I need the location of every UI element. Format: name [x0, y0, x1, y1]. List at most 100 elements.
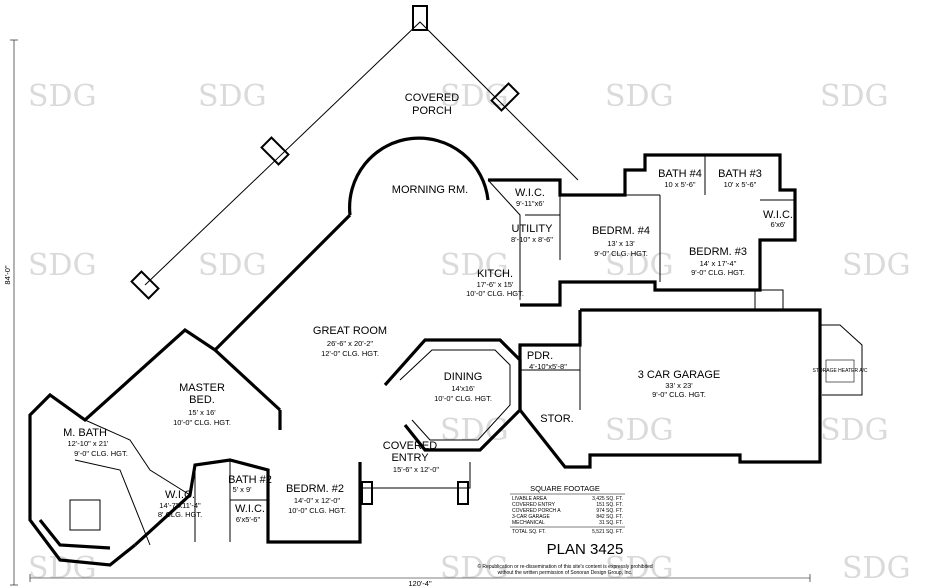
svg-text:10'-0" CLG. HGT.: 10'-0" CLG. HGT.: [288, 506, 346, 515]
room-bedrm-3: BEDRM. #3 14' x 17'-4" 9'-0" CLG. HGT.: [689, 246, 747, 277]
sqft-row: 3-CAR GARAGE 842 SQ. FT.: [512, 514, 623, 520]
svg-text:14' x 17'-4": 14' x 17'-4": [700, 259, 737, 268]
sqft-title: SQUARE FOOTAGE: [530, 484, 600, 493]
svg-text:13' x 13': 13' x 13': [607, 239, 635, 248]
svg-text:W.I.C.: W.I.C.: [515, 187, 545, 199]
svg-text:9'-0" CLG. HGT.: 9'-0" CLG. HGT.: [652, 390, 706, 399]
svg-text:3,425 SQ. FT.: 3,425 SQ. FT.: [592, 496, 623, 502]
svg-text:9'-0" CLG. HGT.: 9'-0" CLG. HGT.: [74, 449, 128, 458]
svg-text:9'-0" CLG. HGT.: 9'-0" CLG. HGT.: [691, 268, 745, 277]
svg-text:3 CAR GARAGE: 3 CAR GARAGE: [638, 369, 721, 381]
svg-text:10 x 5'-6": 10 x 5'-6": [664, 180, 696, 189]
copyright-line-1: © Republication or re-dissemination of t…: [477, 563, 652, 570]
svg-text:151 SQ. FT.: 151 SQ. FT.: [596, 502, 623, 508]
exterior-walls: [28, 136, 863, 567]
sqft-row: MECHANICAL 31 SQ. FT.: [512, 520, 623, 526]
svg-text:W.I.C.: W.I.C.: [165, 489, 195, 501]
svg-text:14'-7"x11'-4": 14'-7"x11'-4": [159, 501, 201, 510]
svg-text:MECHANICAL: MECHANICAL: [512, 520, 545, 526]
svg-text:9'-0" CLG. HGT.: 9'-0" CLG. HGT.: [594, 249, 648, 258]
room-covered-entry: COVERED ENTRY 15'-6" x 12'-0": [383, 440, 440, 474]
room-covered-porch: COVERED PORCH: [405, 92, 459, 117]
svg-text:3-CAR GARAGE: 3-CAR GARAGE: [512, 514, 550, 520]
room-labels: COVERED PORCH MORNING RM. W.I.C. 9'-11"x…: [63, 92, 868, 524]
svg-text:842 SQ. FT.: 842 SQ. FT.: [596, 514, 623, 520]
room-bath-3: BATH #3 10' x 5'-6": [718, 168, 762, 189]
watermark: SDG: [820, 79, 889, 114]
svg-text:COVERED: COVERED: [383, 440, 437, 452]
watermark: SDG: [198, 248, 267, 283]
garage-side-note: STORAGE HEATER A/C: [812, 368, 867, 374]
svg-text:GREAT ROOM: GREAT ROOM: [313, 325, 387, 337]
room-dining: DINING 14'x16' 10'-0" CLG. HGT.: [434, 371, 492, 403]
svg-text:15' x 16': 15' x 16': [188, 408, 216, 417]
watermark: SDG: [605, 413, 674, 448]
svg-text:PDR.: PDR.: [527, 350, 553, 362]
room-wic-master: W.I.C. 14'-7"x11'-4" 8' CLG. HGT.: [158, 489, 202, 519]
room-bedrm-2: BEDRM. #2 14'-0" x 12'-0" 10'-0" CLG. HG…: [286, 483, 346, 515]
watermark: SDG: [440, 551, 509, 586]
svg-text:17'-6" x 15': 17'-6" x 15': [477, 280, 514, 289]
room-bath-4: BATH #4 10 x 5'-6": [658, 168, 702, 189]
dimension-lines: 84'-0" 120'-4": [3, 39, 811, 588]
watermark: SDG: [605, 248, 674, 283]
watermark: SDG: [440, 79, 509, 114]
watermark: SDG: [605, 79, 674, 114]
copyright-line-2: without the written permission of Sonora…: [498, 570, 633, 576]
sqft-row: LIVABLE AREA 3,425 SQ. FT.: [512, 496, 623, 502]
svg-text:12'-10" x 21': 12'-10" x 21': [68, 439, 110, 448]
covered-porch-roof: [130, 5, 579, 300]
svg-text:BED.: BED.: [189, 394, 215, 406]
sqft-row: COVERED PORCH A 974 SQ. FT.: [512, 508, 623, 514]
svg-text:10'-0" CLG. HGT.: 10'-0" CLG. HGT.: [173, 418, 231, 427]
room-wic-1: W.I.C. 9'-11"x6': [515, 187, 545, 208]
watermarks: SDG SDG SDG SDG SDG SDG SDG SDG SDG SDG …: [28, 79, 911, 586]
svg-text:10'-0" CLG. HGT.: 10'-0" CLG. HGT.: [466, 289, 524, 298]
watermark: SDG: [28, 248, 97, 283]
room-utility: UTILITY 8'-10" x 8'-6": [511, 223, 553, 244]
square-footage-table: SQUARE FOOTAGE LIVABLE AREA 3,425 SQ. FT…: [510, 484, 625, 535]
svg-text:8'-10" x 8'-6": 8'-10" x 8'-6": [511, 235, 553, 244]
watermark: SDG: [28, 79, 97, 114]
svg-text:10' x 5'-6": 10' x 5'-6": [724, 180, 757, 189]
depth-dimension: 84'-0": [3, 265, 12, 284]
width-dimension: 120'-4": [408, 579, 432, 588]
svg-text:10'-0" CLG. HGT.: 10'-0" CLG. HGT.: [434, 394, 492, 403]
svg-text:31 SQ. FT.: 31 SQ. FT.: [599, 520, 623, 526]
room-great-room: GREAT ROOM 26'-6" x 20'-2" 12'-0" CLG. H…: [313, 325, 387, 358]
svg-text:BEDRM. #4: BEDRM. #4: [592, 225, 650, 237]
svg-text:COVERED: COVERED: [405, 92, 459, 104]
svg-text:BATH #2: BATH #2: [228, 474, 272, 486]
svg-text:26'-6" x 20'-2": 26'-6" x 20'-2": [327, 339, 373, 348]
svg-text:33' x 23': 33' x 23': [665, 381, 693, 390]
svg-text:MASTER: MASTER: [179, 382, 225, 394]
watermark: SDG: [198, 79, 267, 114]
svg-text:COVERED ENTRY: COVERED ENTRY: [512, 502, 556, 508]
svg-text:BATH #4: BATH #4: [658, 168, 702, 180]
watermark: SDG: [28, 551, 97, 586]
svg-text:STOR.: STOR.: [540, 413, 573, 425]
svg-text:6'x5'-6": 6'x5'-6": [236, 515, 261, 524]
svg-text:MORNING RM.: MORNING RM.: [392, 184, 468, 196]
svg-text:W.I.C.: W.I.C.: [763, 209, 793, 221]
svg-text:KITCH.: KITCH.: [477, 268, 513, 280]
svg-text:M. BATH: M. BATH: [63, 427, 107, 439]
room-m-bath: M. BATH 12'-10" x 21' 9'-0" CLG. HGT.: [63, 427, 128, 458]
svg-text:W.I.C.: W.I.C.: [235, 503, 265, 515]
svg-text:BATH #3: BATH #3: [718, 168, 762, 180]
svg-text:BEDRM. #3: BEDRM. #3: [689, 246, 747, 258]
svg-text:9'-11"x6': 9'-11"x6': [516, 199, 544, 208]
svg-text:12'-0" CLG. HGT.: 12'-0" CLG. HGT.: [321, 349, 379, 358]
svg-text:5' x 9': 5' x 9': [232, 485, 252, 494]
room-stor: STOR.: [540, 413, 573, 425]
sqft-row: COVERED ENTRY 151 SQ. FT.: [512, 502, 623, 508]
watermark: SDG: [842, 248, 911, 283]
svg-text:PORCH: PORCH: [412, 105, 452, 117]
svg-text:TOTAL SQ. FT.: TOTAL SQ. FT.: [512, 529, 546, 535]
svg-text:4'-10"x5'-8": 4'-10"x5'-8": [529, 362, 567, 371]
room-garage: 3 CAR GARAGE 33' x 23' 9'-0" CLG. HGT.: [638, 369, 721, 399]
room-master-bed: MASTER BED. 15' x 16' 10'-0" CLG. HGT.: [173, 382, 231, 427]
room-pdr: PDR. 4'-10"x5'-8": [527, 350, 567, 371]
svg-text:14'x16': 14'x16': [451, 384, 475, 393]
